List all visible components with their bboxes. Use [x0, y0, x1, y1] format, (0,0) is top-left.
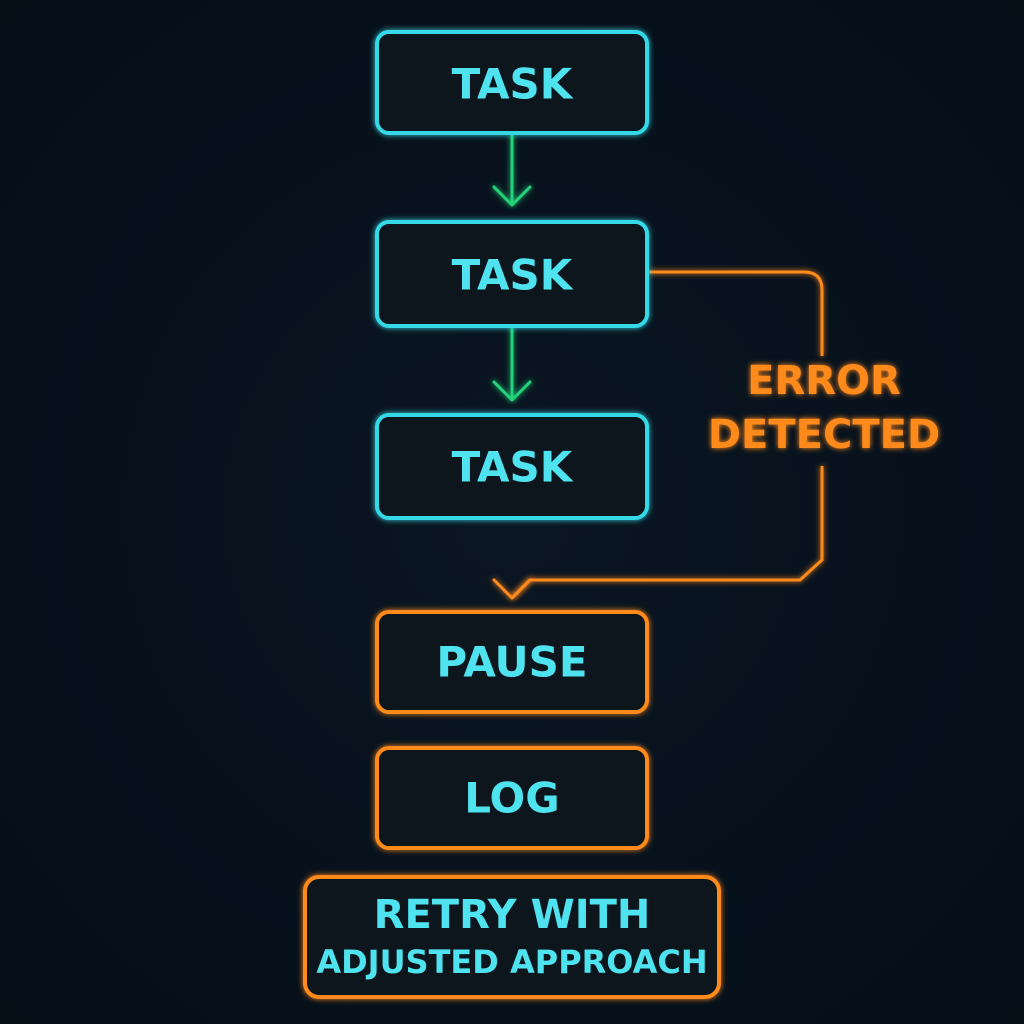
task-node-2-label: TASK — [452, 251, 574, 300]
task-node-1-label: TASK — [452, 60, 574, 109]
retry-node-label-line-2: ADJUSTED APPROACH — [316, 943, 707, 981]
arrowhead-icon — [492, 380, 532, 402]
task-node-3: TASK — [375, 413, 649, 520]
error-label-line-2: DETECTED — [708, 412, 940, 458]
connector-task2-task3 — [492, 326, 532, 402]
pause-node: PAUSE — [375, 610, 649, 714]
log-node: LOG — [375, 746, 649, 850]
retry-node-label-line-1: RETRY WITH — [374, 892, 651, 938]
retry-node: RETRY WITH ADJUSTED APPROACH — [303, 875, 721, 999]
arrowhead-icon — [492, 185, 532, 207]
error-label-line-1: ERROR — [747, 358, 901, 404]
task-node-2: TASK — [375, 220, 649, 328]
connector-error-loop — [510, 270, 824, 600]
pause-node-label: PAUSE — [436, 638, 587, 687]
error-detected-label: ERROR DETECTED — [708, 358, 940, 458]
connector-task1-task2 — [492, 133, 532, 207]
task-node-1: TASK — [375, 30, 649, 135]
task-node-3-label: TASK — [452, 443, 574, 492]
log-node-label: LOG — [464, 774, 559, 823]
